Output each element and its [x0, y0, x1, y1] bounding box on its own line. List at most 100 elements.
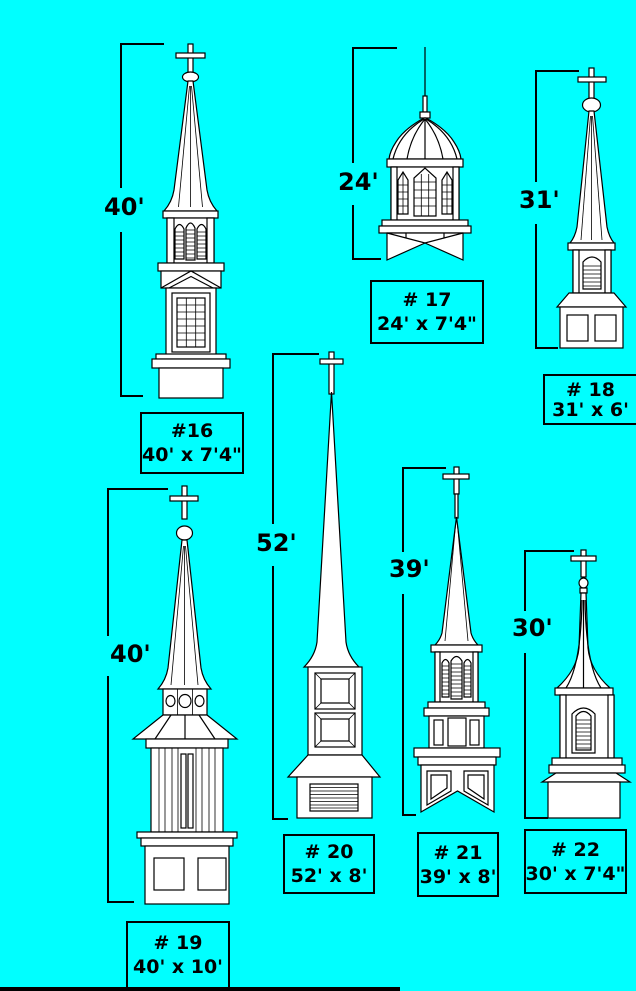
flared-roof [286, 754, 382, 778]
steeple-number: # 21 [433, 841, 483, 864]
height-dimension-label: 52' [256, 529, 297, 557]
bracket-line [535, 224, 537, 349]
bracket-arm [120, 395, 143, 397]
bracket-line [107, 488, 109, 636]
base [559, 306, 624, 349]
spire [156, 539, 213, 690]
bracket-line [120, 232, 122, 397]
bracket-line [107, 676, 109, 903]
bracket-line [272, 353, 274, 524]
drum-louver [559, 694, 615, 759]
oculus-band [162, 688, 208, 716]
steeple-size: 24' x 7'4" [377, 313, 477, 335]
steeple-label-box-17: # 17 24' x 7'4" [370, 280, 484, 344]
steeple-19-drawing [131, 485, 239, 905]
steeple-size: 52' x 8' [290, 865, 368, 887]
bracket-line [524, 653, 526, 819]
steeple-label-box-22: # 22 30' x 7'4" [524, 829, 627, 894]
drum-louver [572, 249, 612, 294]
bracket-arm [107, 488, 168, 490]
steeple-18-drawing [555, 67, 628, 349]
cross-icon [577, 67, 607, 101]
steeple-21-drawing [413, 466, 501, 814]
steeple-size: 40' x 7'4" [142, 444, 242, 466]
bracket-line [402, 594, 404, 816]
bracket-arm [272, 818, 288, 820]
bracket-arm [535, 70, 579, 72]
ball-finial [581, 97, 602, 113]
steeple-label-box-19: # 19 40' x 10' [126, 921, 230, 989]
bracket-arm [402, 467, 446, 469]
height-dimension-label: 40' [110, 640, 151, 668]
bracket-line [535, 70, 537, 182]
swallowtail-base [420, 764, 495, 814]
bracket-arm [524, 817, 548, 819]
spire [568, 110, 616, 244]
bracket-arm [107, 901, 134, 903]
belfry [434, 651, 479, 703]
spire [555, 592, 612, 689]
steeple-size: 40' x 10' [133, 956, 223, 978]
bracket-line [402, 467, 404, 552]
flared-roof [131, 714, 239, 740]
height-dimension-label: 31' [519, 186, 560, 214]
bracket-line [120, 43, 122, 188]
bracket-arm [402, 814, 416, 816]
base [547, 781, 621, 819]
spire [433, 516, 480, 646]
pediment [160, 270, 222, 289]
bracket-arm [272, 353, 319, 355]
bracket-arm [524, 550, 574, 552]
bracket-arm [352, 258, 381, 260]
cross-icon [169, 485, 199, 520]
bracket-line [352, 47, 354, 163]
skirt-roof [555, 292, 628, 308]
steeple-number: # 20 [304, 841, 354, 863]
steeple-label-box-21: # 21 39' x 8' [417, 832, 499, 897]
height-dimension-label: 40' [104, 193, 145, 221]
bracket-arm [352, 47, 397, 49]
steeple-16-drawing [151, 43, 231, 399]
base-louver [296, 776, 373, 819]
height-dimension-label: 24' [338, 168, 379, 196]
bracket-line [352, 205, 354, 260]
height-dimension-label: 30' [512, 614, 553, 642]
cross-icon [175, 43, 206, 76]
steeple-label-box-16: #16 40' x 7'4" [140, 412, 244, 474]
steeple-17-drawing [378, 47, 472, 261]
tower-window-section [165, 287, 217, 357]
swallowtail-base [386, 232, 464, 261]
spire [162, 80, 219, 212]
panel-section [428, 715, 485, 749]
bracket-line [524, 550, 526, 611]
belfry [166, 217, 215, 264]
steeple-number: # 22 [551, 838, 600, 861]
base [158, 367, 224, 399]
steeple-number: # 17 [402, 289, 452, 311]
height-dimension-label: 39' [389, 555, 430, 583]
cross-icon [442, 466, 470, 519]
drum-windows [390, 166, 460, 221]
lattice-tower [307, 666, 363, 756]
steeple-number: # 19 [153, 932, 203, 954]
cross-icon [319, 351, 344, 395]
bottom-edge-bar [0, 987, 400, 991]
steeple-number: # 18 [566, 378, 615, 401]
steeple-size: 39' x 8' [419, 865, 497, 888]
bracket-arm [120, 43, 164, 45]
bracket-line [272, 566, 274, 820]
bell-dome [388, 117, 462, 160]
cross-icon [570, 549, 597, 578]
spire [302, 391, 361, 668]
skirt-roof [539, 772, 633, 783]
belfry-slats [150, 747, 224, 833]
steeple-label-box-18: # 18 31' x 6' [543, 374, 636, 425]
base [144, 845, 230, 905]
ball-finial [175, 525, 194, 541]
steeple-size: 30' x 7'4" [525, 862, 626, 885]
steeple-22-drawing [539, 549, 633, 819]
steeple-size: 31' x 6' [552, 398, 629, 421]
needle-finial [419, 47, 431, 119]
steeple-label-box-20: # 20 52' x 8' [283, 834, 375, 894]
